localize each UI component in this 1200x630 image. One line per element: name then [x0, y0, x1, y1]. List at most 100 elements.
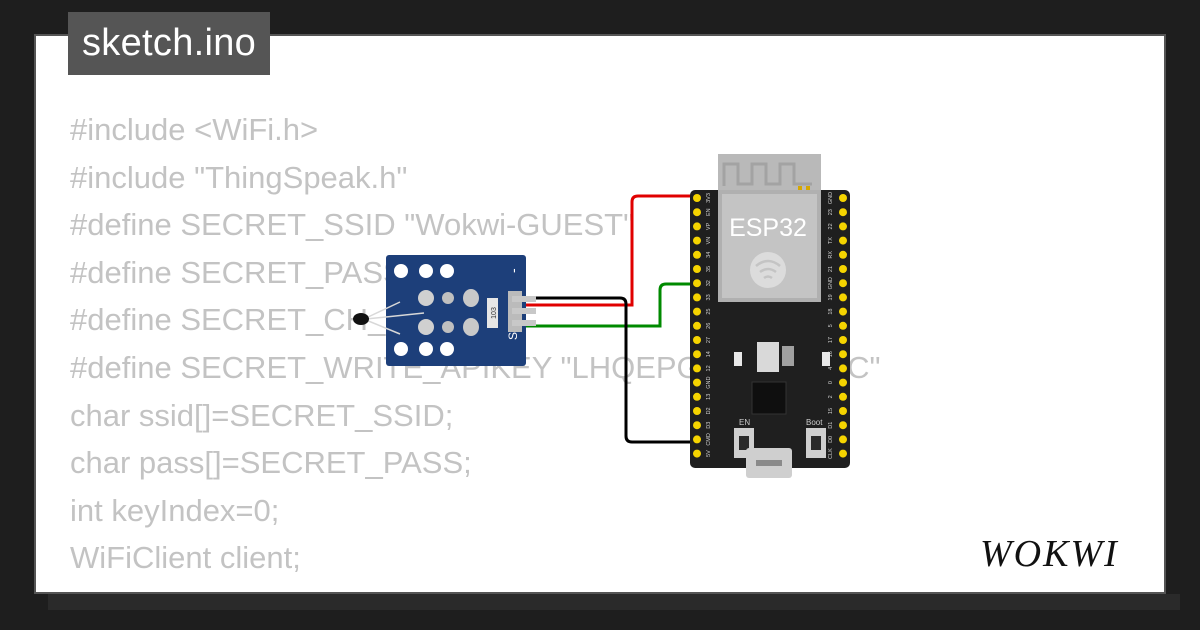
esp32-board: ESP32 3V3ENVPVN343532332526271412GND13D2… [690, 154, 850, 478]
left-pin[interactable] [693, 222, 701, 231]
pin-label: 26 [706, 323, 712, 329]
right-pin[interactable] [839, 321, 847, 330]
left-pin[interactable] [693, 321, 701, 330]
sensor-board [386, 255, 526, 366]
right-pin[interactable] [839, 392, 847, 401]
left-pin[interactable] [693, 392, 701, 401]
thermistor [353, 313, 369, 325]
right-pin[interactable] [839, 293, 847, 302]
pin-label: GND [828, 192, 834, 204]
left-pin-header: 3V3ENVPVN343532332526271412GND13D2D3CMD5… [693, 193, 712, 458]
right-pin[interactable] [839, 449, 847, 458]
wokwi-wordmark: WOKWI [980, 533, 1119, 575]
right-pin[interactable] [839, 378, 847, 387]
left-pin[interactable] [693, 449, 701, 458]
code-line: char ssid[]=SECRET_SSID; [70, 397, 454, 433]
pin-label: 34 [706, 252, 712, 258]
pin-label: 21 [828, 266, 834, 272]
right-pin[interactable] [839, 250, 847, 259]
code-line: #include <WiFi.h> [70, 112, 319, 147]
pin-label: 16 [828, 351, 834, 357]
right-pin[interactable] [839, 350, 847, 359]
left-pin[interactable] [693, 364, 701, 373]
pin-label: EN [706, 208, 712, 216]
esp32-antenna [718, 154, 821, 194]
right-pin[interactable] [839, 307, 847, 316]
right-pin[interactable] [839, 336, 847, 344]
temperature-sensor-module: 103 - S [353, 255, 536, 366]
pin-label: 12 [706, 365, 712, 371]
left-pin[interactable] [693, 236, 701, 245]
left-pin[interactable] [693, 307, 701, 316]
card-shadow [48, 594, 1180, 610]
left-pin[interactable] [693, 208, 701, 217]
preview-card: #include <WiFi.h> #include "ThingSpeak.h"… [34, 34, 1166, 594]
pin-label: 27 [706, 337, 712, 343]
left-pin[interactable] [693, 336, 701, 344]
file-tab[interactable]: sketch.ino [68, 12, 271, 75]
wokwi-logo[interactable]: WOKWI [978, 528, 1150, 576]
code-line: char pass[]=SECRET_PASS; [70, 445, 472, 481]
right-pin[interactable] [839, 421, 847, 430]
right-pin[interactable] [839, 222, 847, 231]
left-pin[interactable] [693, 265, 701, 273]
resistor-label: 103 [491, 307, 498, 319]
right-pin[interactable] [839, 194, 847, 202]
pin-label: 19 [828, 294, 834, 300]
pin-label: D3 [706, 422, 712, 429]
pin-label: 22 [828, 223, 834, 229]
pin-label: 2 [828, 395, 834, 398]
code-line: #include "ThingSpeak.h" [70, 159, 408, 195]
pin-label: 0 [828, 381, 834, 384]
esp32-label: ESP32 [729, 214, 807, 242]
pin-label: D0 [828, 436, 834, 443]
right-pin[interactable] [839, 236, 847, 245]
right-pin[interactable] [839, 364, 847, 373]
pin-label: GND [828, 277, 834, 289]
left-pin[interactable] [693, 421, 701, 430]
left-pin[interactable] [693, 194, 701, 202]
pin-label: 25 [706, 309, 712, 315]
boot-button-label: Boot [806, 418, 823, 427]
pin-label: CLK [828, 448, 834, 459]
esp32-chip [751, 381, 787, 415]
right-pin[interactable] [839, 407, 847, 415]
pin-label: 5 [828, 324, 834, 327]
pin-label: VP [706, 222, 712, 230]
left-pin[interactable] [693, 435, 701, 444]
pin-minus-label: - [505, 268, 521, 273]
pin-label: GND [706, 376, 712, 388]
code-line: #define SECRET_PASS "" [70, 254, 435, 290]
code-line: WiFiClient client; [70, 540, 301, 576]
wire-signal [520, 282, 697, 328]
pin-label: 4 [828, 367, 834, 370]
pin-label: TX [828, 237, 834, 244]
wire-power [520, 194, 697, 307]
left-pin[interactable] [693, 350, 701, 359]
left-pin[interactable] [693, 250, 701, 259]
right-pin[interactable] [839, 265, 847, 273]
right-pin[interactable] [839, 435, 847, 444]
pin-label: 17 [828, 337, 834, 343]
pin-label: 15 [828, 408, 834, 414]
pin-label: 3V3 [706, 193, 712, 203]
pin-label: CMD [706, 433, 712, 446]
left-pin[interactable] [693, 378, 701, 387]
pin-signal-label: S [506, 332, 520, 340]
left-pin[interactable] [693, 279, 701, 288]
pin-label: 32 [706, 280, 712, 286]
right-pin[interactable] [839, 279, 847, 288]
pin-label: RX [828, 251, 834, 259]
pin-label: 35 [706, 266, 712, 272]
right-pin[interactable] [839, 208, 847, 217]
pin-label: D2 [706, 407, 712, 414]
left-pin[interactable] [693, 293, 701, 302]
pin-label: 23 [828, 209, 834, 215]
left-pin[interactable] [693, 407, 701, 415]
code-line: int keyIndex=0; [70, 492, 280, 528]
pin-label: VN [706, 237, 712, 245]
pin-label: 13 [706, 394, 712, 400]
en-button-label: EN [739, 418, 750, 427]
pin-label: 5V [706, 450, 712, 457]
